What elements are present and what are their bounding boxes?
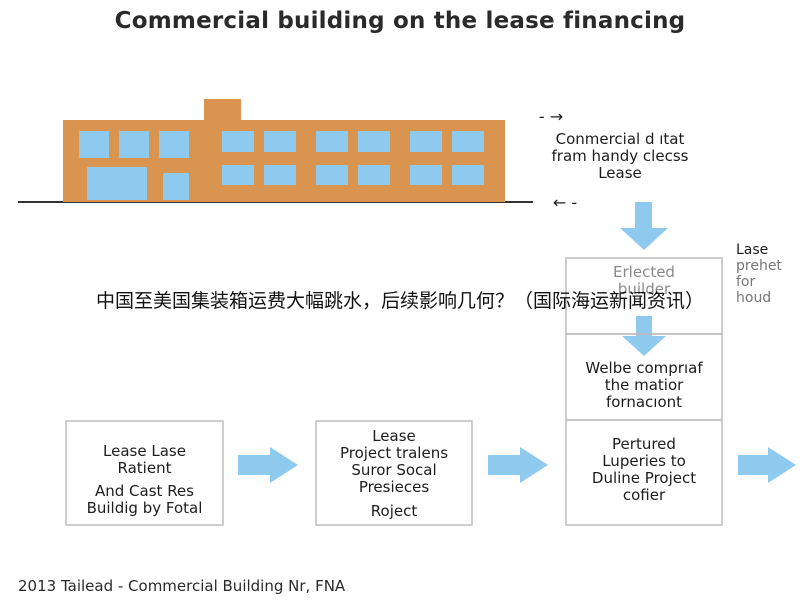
overlay-caption: 中国至美国集装箱运费大幅跳水，后续影响几何？（国际海运新闻资讯） <box>95 290 704 312</box>
box-2 <box>315 420 473 526</box>
building-chimney <box>204 99 241 123</box>
building-illustration <box>63 99 505 202</box>
welbe-label: Welbe comprıaf the matior fornacıont <box>585 359 703 411</box>
arrow-right-2 <box>488 447 548 483</box>
arrow-down-upper <box>620 202 668 250</box>
erlected-label: Erlected builder <box>613 263 675 298</box>
arrow-down-middle <box>622 316 666 356</box>
box-3-text: Pertured Luperies to Duline Project cofi… <box>591 435 697 504</box>
commercial-label: Conmercial d ıtat fram handy clecss Leas… <box>551 130 689 182</box>
box-1 <box>65 420 224 526</box>
box-2-text: Lease Project tralens Suror Socal Presie… <box>339 427 449 520</box>
arrow-right-1 <box>238 447 298 483</box>
side-lase-label: Lase prehet for houd <box>736 242 782 306</box>
box-3 <box>565 419 723 526</box>
arrow-right-small: - → <box>538 107 564 126</box>
building-windows <box>79 131 484 200</box>
arrow-left-small: ← - <box>552 193 578 212</box>
footer-credit: 2013 Tailead - Commercial Building Nr, F… <box>18 577 346 595</box>
arrow-right-3 <box>738 447 796 483</box>
box-1-text: Lease Lase Ratient And Cast Res Buildig … <box>86 442 203 517</box>
diagram-title: Commercial building on the lease financi… <box>114 8 686 34</box>
